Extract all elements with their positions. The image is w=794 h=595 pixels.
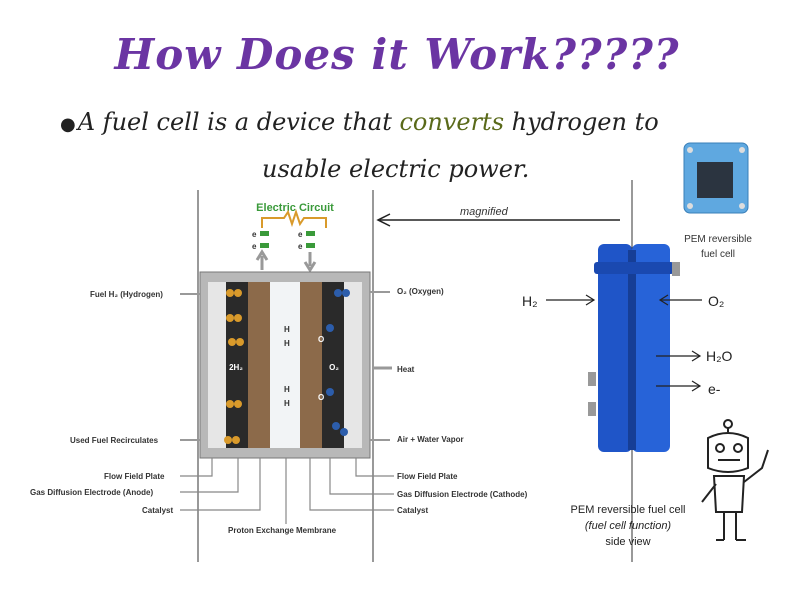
electron-marker [260,243,269,248]
anode-gas-label: 2H₂ [229,363,243,372]
cathode-channel [322,282,344,448]
hydrogen-molecules [224,289,244,444]
right-leader-lines [309,458,394,511]
pem-photo-label-1: PEM reversible [684,234,752,245]
oxygen-label: O₂ (Oxygen) [397,287,444,296]
arrow-right-icon [691,380,702,392]
oxygen-ion-label: O [318,393,324,402]
cathode-electrode-label: Gas Diffusion Electrode (Cathode) [397,490,528,499]
proton-label: H [284,385,290,394]
pem-o2-label: O₂ [708,293,724,309]
pem-photo [683,142,749,214]
pem-chip-core [697,162,733,198]
cathode-flow-plate [344,282,362,448]
up-arrow-icon [255,249,269,270]
circuit-electrons: e e e e [252,230,315,251]
bullet-text-start: A fuel cell is a device that [77,108,400,136]
arrow-right-icon [585,294,596,306]
electron-marker [306,231,315,236]
cathode-flow-plate-label: Flow Field Plate [397,472,458,481]
pem-photo-label-2: fuel cell [701,249,735,260]
down-arrow-icon [303,252,317,273]
oxygen-molecules [326,289,350,436]
proton-label: H [284,325,290,334]
fuel-cell-stack: 2H₂ O₂ H H H H O O [199,271,371,459]
pem-side-view [588,244,680,452]
pem-right-plate [632,244,670,452]
bullet-text-end: hydrogen to [504,108,659,136]
membrane-label: Proton Exchange Membrane [228,526,337,535]
cathode-gas-label: O₂ [329,363,339,372]
bullet-text-line2: usable electric power. [262,155,530,183]
pem-caption-2: (fuel cell function) [585,520,672,532]
circuit-label: Electric Circuit [256,202,334,214]
pem-left-plate [598,244,632,452]
anode-flow-plate-label: Flow Field Plate [104,472,165,481]
pem-electron-label: e- [708,381,721,397]
electron-marker [260,231,269,236]
pem-h2-label: H₂ [522,293,538,309]
anode-electrode-label: Gas Diffusion Electrode (Anode) [30,488,153,497]
arrow-left-icon [376,213,391,227]
exhaust-label: Air + Water Vapor [397,435,464,444]
arrow-right-icon [691,350,702,362]
magnified-label: magnified [460,206,509,218]
anode-flow-plate [208,282,226,448]
cathode-electrode [300,282,322,448]
left-leader-lines [180,458,261,511]
bullet-text: ●A fuel cell is a device that converts h… [60,108,659,136]
bullet-marker: ● [60,114,76,135]
proton-exchange-membrane [270,282,300,448]
electron-label: e [298,230,303,239]
pem-caption-3: side view [605,536,650,548]
circuit-wire [261,208,327,228]
pem-h2o-label: H₂O [706,348,733,364]
heat-label: Heat [397,365,415,374]
proton-label: H [284,339,290,348]
slide-title: How Does it Work????? [114,30,680,79]
proton-label: H [284,399,290,408]
arrow-left-icon [658,294,669,306]
cathode-catalyst-label: Catalyst [397,506,428,515]
highlight-word: converts [399,108,505,136]
cartoon-character [701,419,769,541]
electron-label: e [252,242,257,251]
electron-label: e [252,230,257,239]
electron-label: e [298,242,303,251]
recirculation-label: Used Fuel Recirculates [70,436,159,445]
fuel-in-label: Fuel H₂ (Hydrogen) [90,290,163,299]
oxygen-ion-label: O [318,335,324,344]
pem-caption-1: PEM reversible fuel cell [571,504,686,516]
anode-electrode [248,282,270,448]
electron-marker [306,243,315,248]
anode-catalyst-label: Catalyst [142,506,173,515]
